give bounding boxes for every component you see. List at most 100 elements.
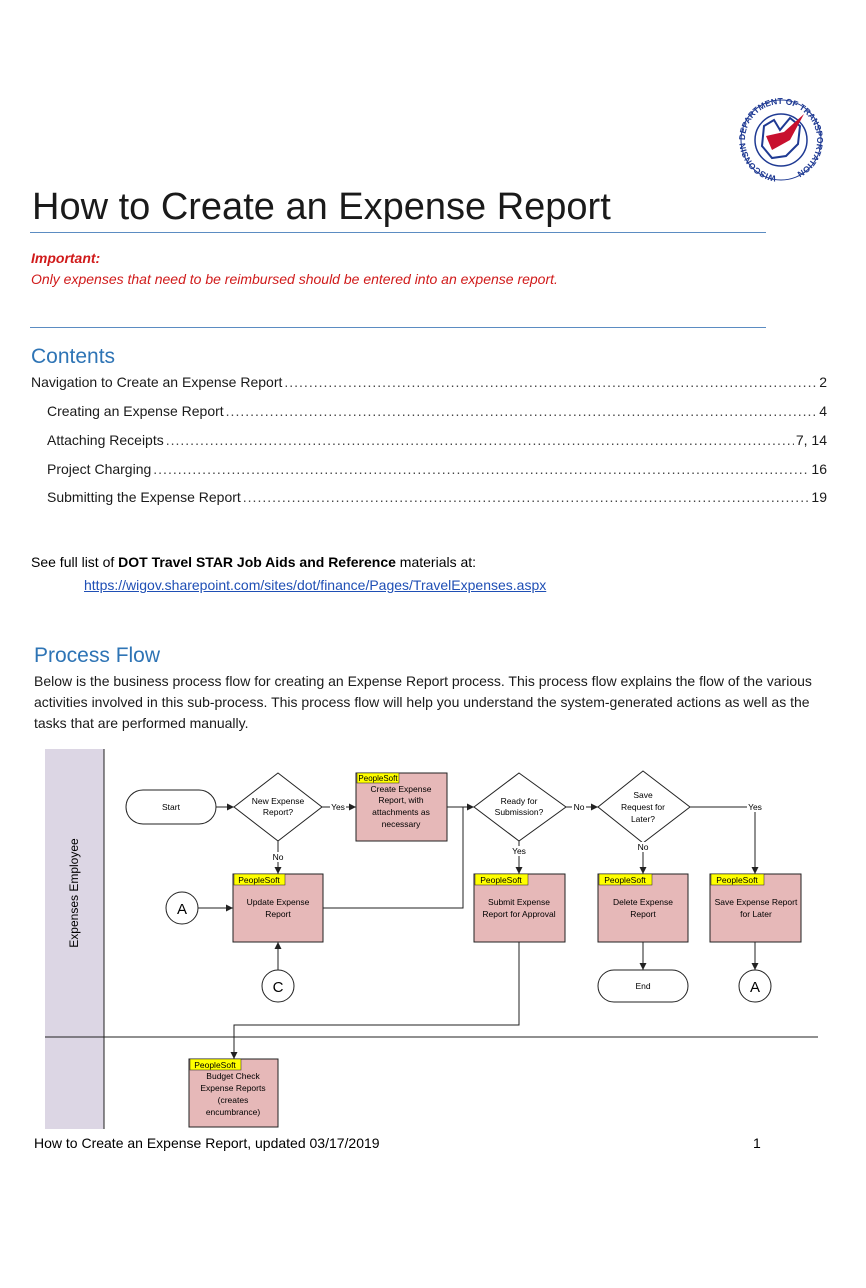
decision-new-report-line: Report?: [263, 807, 294, 817]
save-later-box-line: for Later: [740, 909, 772, 919]
toc-entry-label: Submitting the Expense Report: [47, 489, 241, 505]
create-expense-box: [355, 772, 448, 842]
toc-entry[interactable]: Navigation to Create an Expense Report .…: [31, 374, 827, 394]
end-label: End: [635, 981, 650, 991]
wisdot-seal-icon: WISCONSIN DEPARTMENT OF TRANSPORTATION: [737, 96, 825, 184]
decision-new-report-line: New Expense: [252, 796, 305, 806]
toc-entry[interactable]: Creating an Expense Report .............…: [47, 403, 827, 423]
peoplesoft-tag-label: PeopleSoft: [358, 774, 398, 783]
budget-box-line: encumbrance): [206, 1107, 261, 1117]
wisdot-logo: WISCONSIN DEPARTMENT OF TRANSPORTATION: [728, 96, 834, 186]
budget-box-line: (creates: [218, 1095, 249, 1105]
reference-bold: DOT Travel STAR Job Aids and Reference: [118, 554, 396, 570]
budget-box-line: Expense Reports: [200, 1083, 265, 1093]
contents-heading: Contents: [31, 345, 116, 368]
label-bg: [572, 802, 586, 812]
edge-label-yes: Yes: [512, 846, 526, 856]
flow-connectors: [198, 803, 759, 1059]
swimlane-label: Expenses Employee: [67, 838, 81, 948]
document-title: How to Create an Expense Report: [32, 186, 611, 228]
toc-leader: ........................................…: [242, 489, 810, 505]
decision-save-line: Request for: [621, 802, 665, 812]
create-box-line: attachments as: [372, 807, 430, 817]
update-expense-box: [232, 873, 324, 943]
connector-a: [165, 891, 199, 925]
decision-ready: [473, 772, 567, 842]
title-divider: [30, 232, 766, 233]
edge-label-yes: Yes: [331, 802, 345, 812]
reference-link[interactable]: https://wigov.sharepoint.com/sites/dot/f…: [84, 577, 547, 593]
budget-check-box: [188, 1058, 279, 1128]
edge-label-no: No: [638, 842, 649, 852]
process-flow-diagram: Expenses Employee Start New Expense Repo…: [45, 749, 818, 1129]
create-box-line: Report, with: [378, 795, 424, 805]
connector-c-label: C: [273, 979, 284, 996]
process-flow-description: Below is the business process flow for c…: [34, 673, 812, 731]
label-bg: [747, 802, 763, 812]
peoplesoft-tag-label: PeopleSoft: [480, 875, 522, 885]
reference-prefix: See full list of: [31, 554, 119, 570]
toc-entry-page: 2: [819, 374, 827, 390]
create-box-line: necessary: [382, 819, 421, 829]
footer-page-number: 1: [753, 1135, 761, 1151]
peoplesoft-tag: [189, 1058, 242, 1071]
submit-box-line: Report for Approval: [482, 909, 555, 919]
toc-leader: ........................................…: [284, 374, 818, 390]
connector-a-label: A: [750, 979, 760, 996]
toc-entry-page: 16: [811, 461, 827, 477]
delete-box-line: Report: [630, 909, 656, 919]
toc-entry-label: Attaching Receipts: [47, 432, 164, 448]
toc-entry-label: Creating an Expense Report: [47, 403, 224, 419]
peoplesoft-tag-label: PeopleSoft: [716, 875, 758, 885]
toc-leader: ........................................…: [165, 432, 794, 448]
decision-ready-line: Submission?: [495, 807, 544, 817]
footer-text: How to Create an Expense Report, updated…: [34, 1135, 380, 1151]
toc-entry[interactable]: Submitting the Expense Report ..........…: [47, 489, 827, 509]
label-bg: [635, 842, 651, 852]
save-later-box-line: Save Expense Report: [715, 897, 798, 907]
peoplesoft-tag: [598, 873, 653, 886]
peoplesoft-tag-label: PeopleSoft: [604, 875, 646, 885]
toc-leader: ........................................…: [225, 403, 818, 419]
toc-leader: ........................................…: [153, 461, 809, 477]
decision-save-line: Save: [633, 790, 653, 800]
toc-entry-page: 19: [811, 489, 827, 505]
peoplesoft-tag-label: PeopleSoft: [194, 1060, 236, 1070]
edge-label-no: No: [273, 852, 284, 862]
start-terminator: [125, 789, 217, 825]
decision-save-line: Later?: [631, 814, 655, 824]
peoplesoft-tag: [233, 873, 286, 886]
toc-entry-page: 4: [819, 403, 827, 419]
submit-box-line: Submit Expense: [488, 897, 550, 907]
create-box-line: Create Expense: [371, 784, 432, 794]
delete-box-line: Delete Expense: [613, 897, 673, 907]
decision-new-report: [233, 772, 323, 842]
toc-entry-page: 7, 14: [795, 432, 827, 448]
edge-label-yes: Yes: [748, 802, 762, 812]
connector-a-label: A: [177, 901, 187, 918]
toc-entry[interactable]: Project Charging .......................…: [47, 461, 827, 481]
toc-entry-label: Navigation to Create an Expense Report: [31, 374, 283, 390]
label-bg: [511, 846, 527, 856]
end-terminator: [597, 969, 689, 1003]
process-flow-heading: Process Flow: [34, 644, 161, 667]
reference-suffix: materials at:: [395, 554, 477, 570]
start-label: Start: [162, 802, 181, 812]
submit-expense-box: [473, 873, 566, 943]
important-text: Only expenses that need to be reimbursed…: [31, 271, 558, 287]
section-divider: [30, 327, 766, 328]
peoplesoft-tag: [474, 873, 529, 886]
edge-label-no: No: [574, 802, 585, 812]
peoplesoft-tag-label: PeopleSoft: [238, 875, 280, 885]
important-label: Important:: [31, 250, 101, 266]
peoplesoft-tag: [710, 873, 765, 886]
connector-c: [261, 969, 295, 1003]
toc-entry-label: Project Charging: [47, 461, 152, 477]
peoplesoft-tag: [356, 772, 400, 784]
update-box-line: Update Expense: [247, 897, 310, 907]
update-box-line: Report: [265, 909, 291, 919]
toc-entry[interactable]: Attaching Receipts .....................…: [47, 432, 827, 452]
label-bg: [270, 852, 286, 862]
decision-ready-line: Ready for: [501, 796, 538, 806]
delete-expense-box: [597, 873, 689, 943]
